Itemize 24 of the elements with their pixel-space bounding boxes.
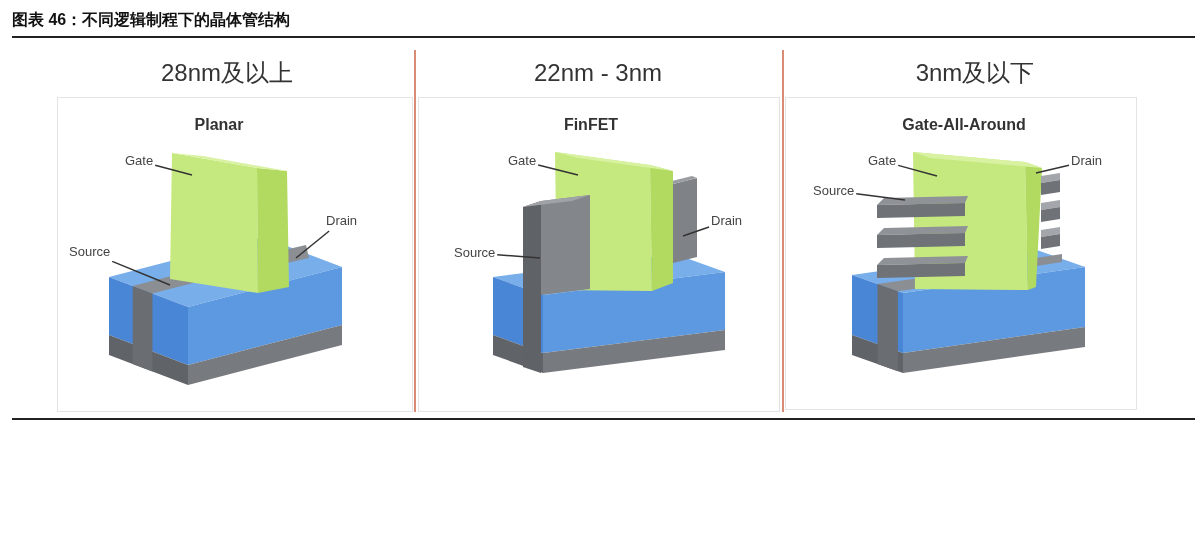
column-heading: 22nm - 3nm [533,58,663,88]
part-label: Gate [868,153,897,169]
leader-line [496,254,541,259]
column-heading: 28nm及以上 [161,58,293,88]
figure-title: 图表 46：不同逻辑制程下的晶体管结构 [12,10,291,30]
part-label: Gate [508,153,537,169]
part-label: Source [69,244,111,260]
leader-line [111,260,171,286]
leader-line [682,226,710,237]
leader-line [1035,164,1070,174]
part-label: Drain [326,213,358,229]
part-label: Source [813,183,855,199]
leader-line [855,193,906,201]
part-label: Drain [711,213,743,229]
part-label: Gate [125,153,154,169]
panel-title: Gate-All-Around [902,115,1026,135]
panel-title: FinFET [563,115,619,135]
panel-title: Planar [194,115,244,135]
part-label: Source [454,245,496,261]
leader-line [537,164,579,176]
leader-line [154,164,193,176]
leader-line [295,230,330,259]
part-label: Drain [1071,153,1103,169]
column-heading: 3nm及以下 [915,58,1035,88]
